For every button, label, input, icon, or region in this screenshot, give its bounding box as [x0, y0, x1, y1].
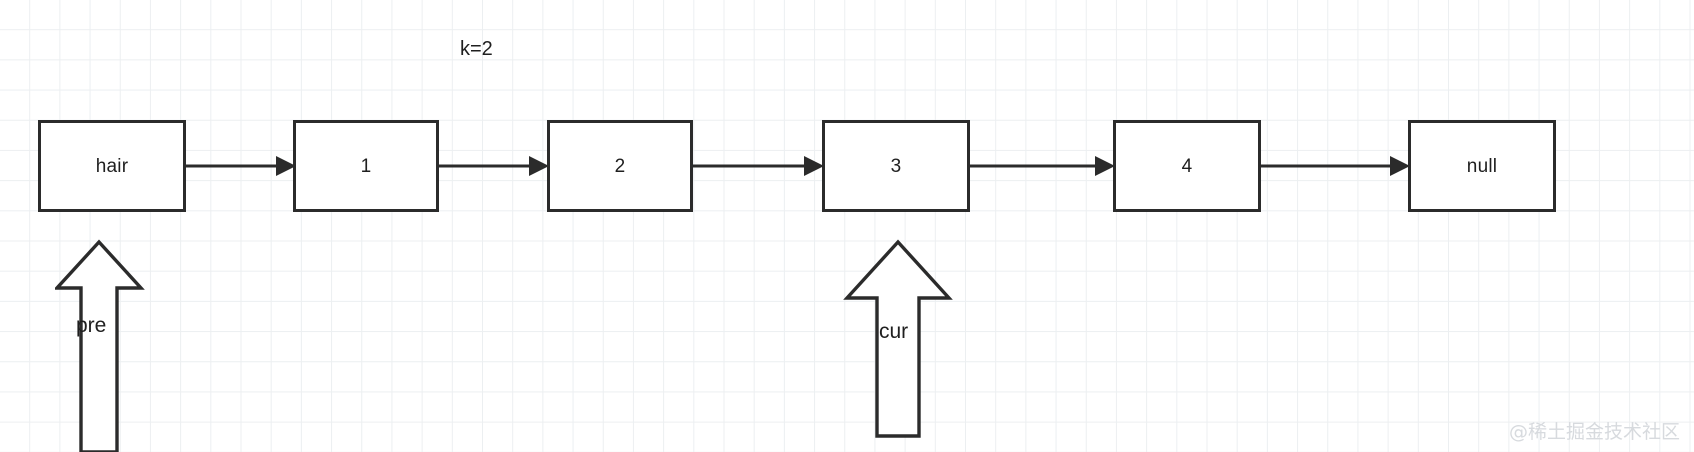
node-box-4[interactable]: 4 [1113, 120, 1261, 212]
node-label-3: 3 [890, 155, 902, 177]
node-box-null[interactable]: null [1408, 120, 1556, 212]
node-box-3[interactable]: 3 [822, 120, 970, 212]
node-label-4: 4 [1181, 155, 1193, 177]
node-box-1[interactable]: 1 [293, 120, 439, 212]
node-label-hair: hair [95, 155, 129, 177]
link-arrow-4-to-null [1261, 150, 1410, 187]
node-label-null: null [1466, 155, 1498, 177]
pointer-label-pre: pre [76, 314, 107, 337]
watermark-text: @稀土掘金技术社区 [1508, 421, 1680, 443]
link-arrow-hair-to-1 [186, 150, 296, 187]
pointer-arrow-cur[interactable] [843, 238, 955, 445]
k-value-label: k=2 [460, 38, 493, 60]
link-arrow-3-to-4 [970, 150, 1115, 187]
pointer-arrow-pre[interactable] [53, 238, 145, 452]
pointer-label-cur: cur [879, 320, 909, 343]
node-box-hair[interactable]: hair [38, 120, 186, 212]
link-arrow-2-to-3 [693, 150, 824, 187]
link-arrow-1-to-2 [439, 150, 549, 187]
node-label-2: 2 [614, 155, 626, 177]
node-label-1: 1 [360, 155, 372, 177]
node-box-2[interactable]: 2 [547, 120, 693, 212]
